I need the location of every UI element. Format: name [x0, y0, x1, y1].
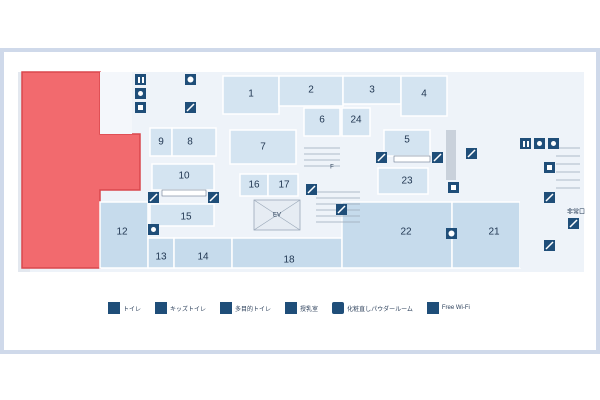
elevator-icon[interactable] [135, 102, 146, 113]
accessible-restroom-icon [220, 302, 233, 314]
accessible-restroom-icon-2[interactable] [548, 138, 559, 149]
legend-item-kids-restroom: キッズトイレ [155, 302, 206, 314]
room-5[interactable] [383, 129, 431, 157]
escalator-icon-3[interactable] [208, 192, 219, 203]
powder-room-icon-2[interactable] [446, 228, 457, 239]
legend-label: 授乳室 [300, 306, 319, 313]
room-label-9: 9 [158, 137, 164, 148]
escalator-icon[interactable] [185, 102, 196, 113]
room-label-12: 12 [116, 227, 128, 238]
escalator-icon-4[interactable] [306, 184, 317, 195]
room-label-6: 6 [319, 115, 325, 126]
room-14[interactable] [173, 237, 233, 269]
escalator-icon-6[interactable] [376, 152, 387, 163]
room-label-23: 23 [401, 176, 413, 187]
room-7[interactable] [229, 129, 297, 165]
room-15[interactable] [149, 203, 215, 227]
floor-direction-label: F [330, 165, 334, 171]
restroom-icon[interactable] [135, 74, 146, 85]
floor-map-panel: EV F 1 2 3 4 6 24 5 7 9 [4, 52, 596, 350]
room-22[interactable] [341, 201, 453, 269]
room-8[interactable] [171, 127, 217, 157]
escalator-right [393, 155, 431, 163]
legend-item-powder-room: 化粧直しパウダールーム [332, 302, 413, 314]
column-tile [446, 130, 456, 180]
legend-label: Free Wi-Fi [441, 305, 470, 311]
restroom-icon [108, 302, 120, 314]
room-23[interactable] [377, 167, 429, 195]
legend-item-restroom: トイレ [108, 302, 141, 314]
room-label-8: 8 [187, 137, 193, 148]
room-label-21: 21 [488, 227, 500, 238]
elevator-label: EV [273, 213, 281, 219]
room-label-15: 15 [180, 212, 192, 223]
kids-restroom-icon-2[interactable] [534, 138, 545, 149]
room-4[interactable] [400, 75, 448, 117]
escalator-icon-5[interactable] [336, 204, 347, 215]
legend-label: 多目的トイレ [235, 306, 272, 313]
escalator-icon-10[interactable] [568, 218, 579, 229]
room-12[interactable] [99, 201, 149, 269]
room-6[interactable] [303, 107, 341, 137]
legend-item-nursing: 授乳室 [285, 302, 318, 314]
room-24[interactable] [341, 107, 371, 137]
room-1[interactable] [222, 75, 280, 115]
escalator-left [161, 189, 207, 197]
room-label-18: 18 [283, 255, 295, 266]
elevator-icon-3[interactable] [544, 162, 555, 173]
legend-label: キッズトイレ [170, 306, 207, 313]
room-label-17: 17 [278, 180, 290, 191]
room-label-7: 7 [260, 142, 266, 153]
room-label-13: 13 [155, 252, 167, 263]
room-label-16: 16 [248, 180, 260, 191]
room-label-4: 4 [421, 89, 427, 100]
legend-label: 化粧直しパウダールーム [347, 306, 413, 313]
elevator-icon-2[interactable] [448, 182, 459, 193]
map-frame: EV F 1 2 3 4 6 24 5 7 9 [0, 48, 600, 354]
room-label-2: 2 [308, 85, 314, 96]
kids-restroom-icon[interactable] [135, 88, 146, 99]
room-label-10: 10 [178, 171, 190, 182]
room-18[interactable] [231, 237, 343, 269]
wifi-icon [426, 302, 439, 314]
room-21[interactable] [451, 201, 521, 269]
restroom-icon-2[interactable] [520, 138, 531, 149]
walkway-top-left [100, 72, 132, 134]
escalator-icon-7[interactable] [432, 152, 443, 163]
room-label-24: 24 [350, 115, 362, 126]
escalator-icon-11[interactable] [544, 240, 555, 251]
escalator-icon-8[interactable] [466, 148, 477, 159]
legend-label: トイレ [123, 306, 142, 313]
room-label-1: 1 [248, 89, 254, 100]
escalator-icon-9[interactable] [544, 192, 555, 203]
legend: トイレ キッズトイレ 多目的トイレ 授乳室 化粧直しパウダールーム Free W… [108, 300, 528, 316]
room-label-14: 14 [197, 252, 209, 263]
room-17[interactable] [267, 173, 299, 197]
elevator-cross [253, 199, 301, 231]
legend-item-wifi: Free Wi-Fi [426, 302, 470, 314]
accessible-restroom-icon[interactable] [148, 224, 159, 235]
legend-item-accessible: 多目的トイレ [220, 302, 271, 314]
floor-map: EV F 1 2 3 4 6 24 5 7 9 [18, 71, 585, 272]
elevator-icon [285, 302, 298, 314]
escalator-icon-2[interactable] [148, 192, 159, 203]
room-10[interactable] [151, 163, 215, 191]
room-label-5: 5 [404, 135, 410, 146]
room-label-22: 22 [400, 227, 412, 238]
powder-room-icon [332, 302, 345, 314]
room-label-3: 3 [369, 85, 375, 96]
powder-room-icon[interactable] [185, 74, 196, 85]
side-label: 非常口 [567, 208, 585, 216]
right-stairs [556, 147, 580, 189]
kids-restroom-icon [155, 302, 168, 314]
